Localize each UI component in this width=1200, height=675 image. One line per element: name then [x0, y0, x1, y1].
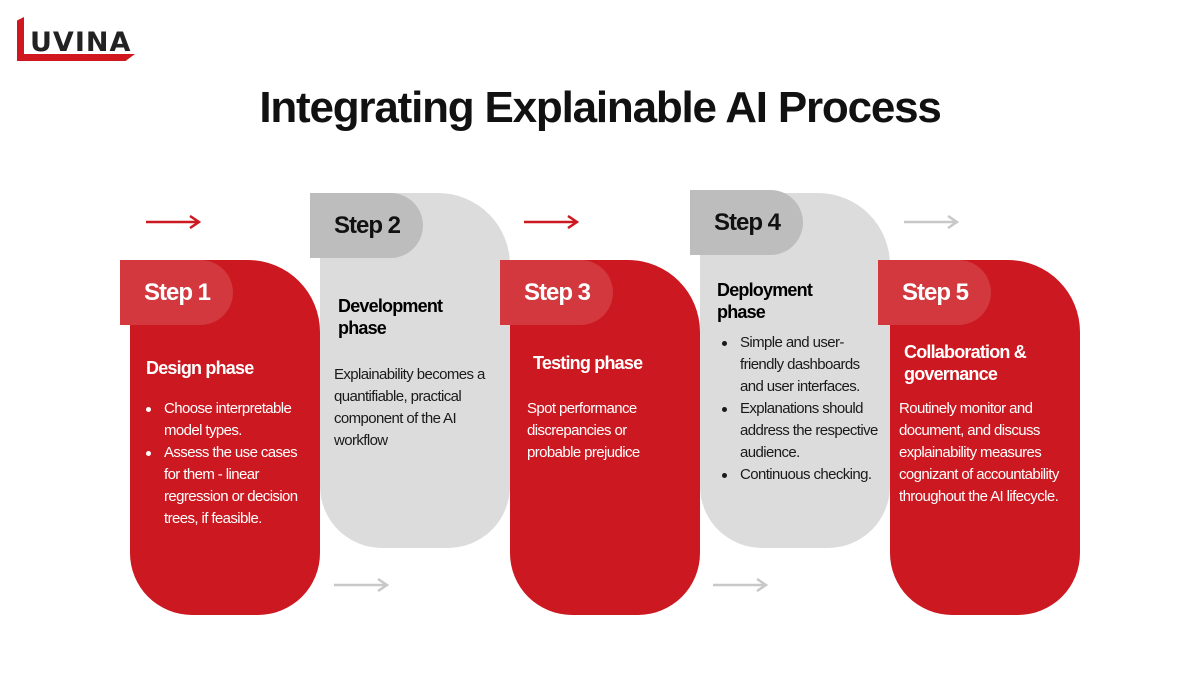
- step-1-title: Design phase: [146, 358, 254, 378]
- logo-text: UVINA: [30, 27, 132, 58]
- step-5-text: Routinely monitor and document, and disc…: [899, 400, 1059, 505]
- arrow-right-icon: [146, 215, 201, 229]
- step-2-text: Explainability becomes a quantifiable, p…: [334, 366, 485, 449]
- bullet-item: Assess the use cases for them - linear r…: [140, 442, 310, 530]
- step-3-title: Testing phase: [533, 353, 643, 373]
- bullet-item: Continuous checking.: [716, 464, 886, 486]
- arrow-right-icon: [524, 215, 579, 229]
- arrow-right-icon: [334, 578, 389, 592]
- bullet-item: Simple and user-friendly dashboards and …: [716, 332, 886, 398]
- step-2-title: Development phase: [338, 296, 443, 338]
- step-3-text: Spot performance discrepancies or probab…: [527, 400, 640, 461]
- step-4-bullets: Simple and user-friendly dashboards and …: [716, 332, 886, 486]
- step-4-tag: Step 4: [690, 190, 803, 255]
- arrow-right-icon: [713, 578, 768, 592]
- step-2-tag: Step 2: [310, 193, 423, 258]
- step-1-tag: Step 1: [120, 260, 233, 325]
- bullet-item: Choose interpretable model types.: [140, 398, 310, 442]
- step-5-title: Collaboration & governance: [904, 342, 1027, 384]
- step-5-tag: Step 5: [878, 260, 991, 325]
- step-3-tag: Step 3: [500, 260, 613, 325]
- luvina-logo: UVINA: [17, 17, 135, 61]
- arrow-right-icon: [904, 215, 959, 229]
- step-4-title: Deployment phase: [717, 280, 813, 322]
- bullet-item: Explanations should address the respecti…: [716, 398, 886, 464]
- page-title: Integrating Explainable AI Process: [259, 83, 942, 132]
- step-1-bullets: Choose interpretable model types. Assess…: [140, 398, 310, 530]
